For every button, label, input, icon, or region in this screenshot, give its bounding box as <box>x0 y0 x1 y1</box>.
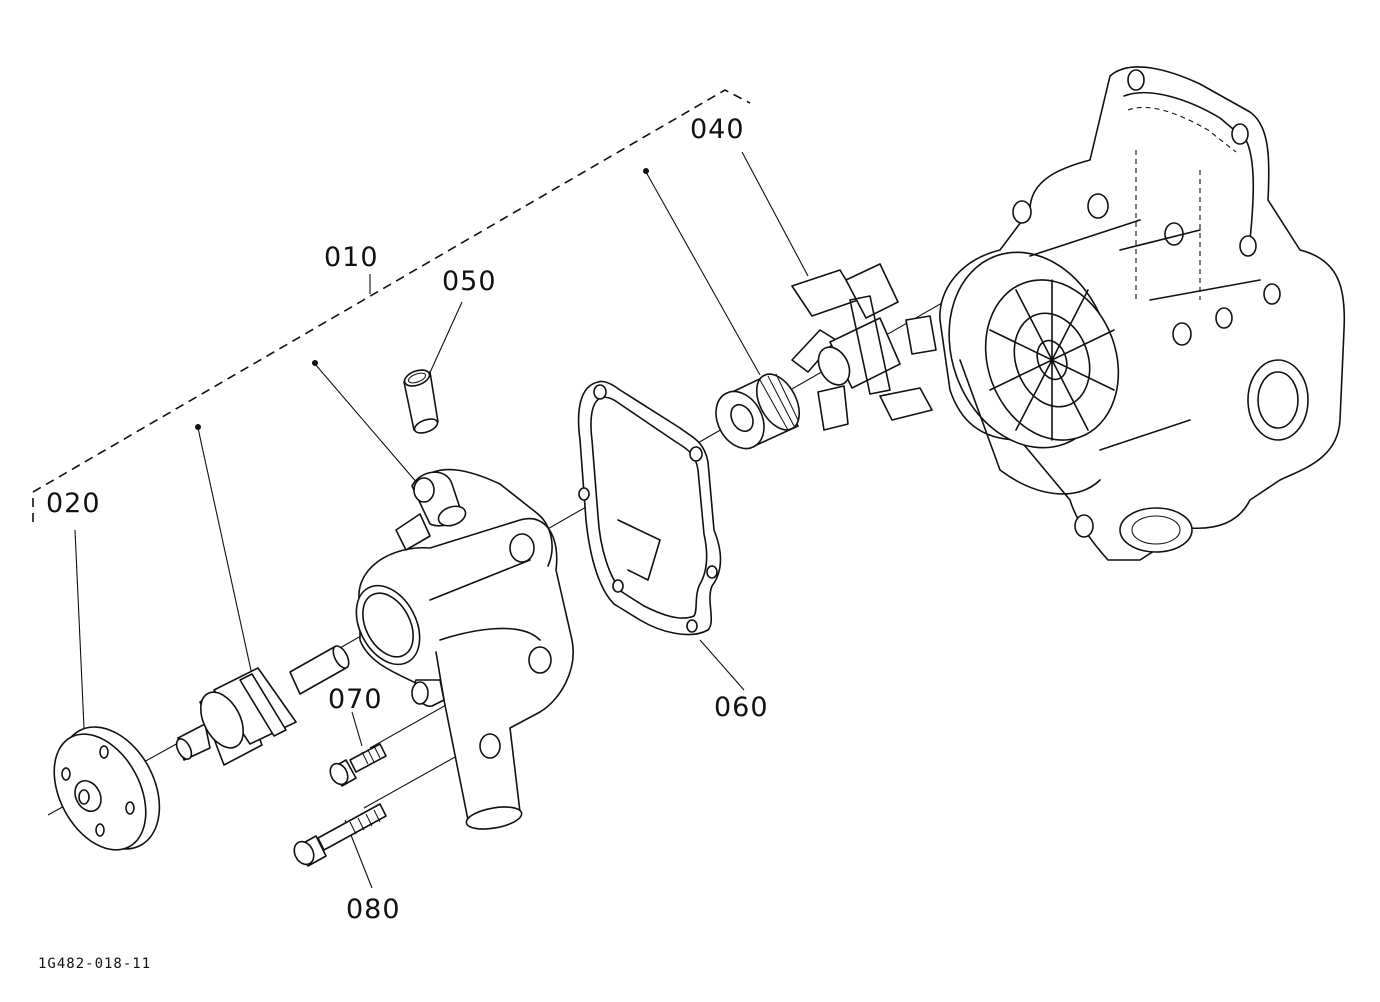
callout-050: 050 <box>442 266 497 297</box>
callout-070: 070 <box>328 684 383 715</box>
bolt-070 <box>329 743 387 787</box>
bearing-shaft <box>175 645 350 766</box>
water-pump-body-010 <box>355 468 574 830</box>
leader-lines <box>74 151 809 889</box>
pipe-050 <box>403 369 439 434</box>
gasket-060 <box>577 380 722 636</box>
assembly-bracket-010 <box>32 89 751 522</box>
callout-080: 080 <box>346 894 401 925</box>
callout-060: 060 <box>714 692 769 723</box>
drawing-id-label: 1G482-018-11 <box>38 956 152 972</box>
pulley-flange-020 <box>53 726 161 851</box>
engine-block <box>939 66 1346 561</box>
callout-040: 040 <box>690 114 745 145</box>
callout-010: 010 <box>324 242 379 273</box>
bolt-080 <box>293 803 387 867</box>
callout-020: 020 <box>46 488 101 519</box>
mechanical-seal <box>715 373 801 450</box>
impeller-040 <box>791 263 937 431</box>
